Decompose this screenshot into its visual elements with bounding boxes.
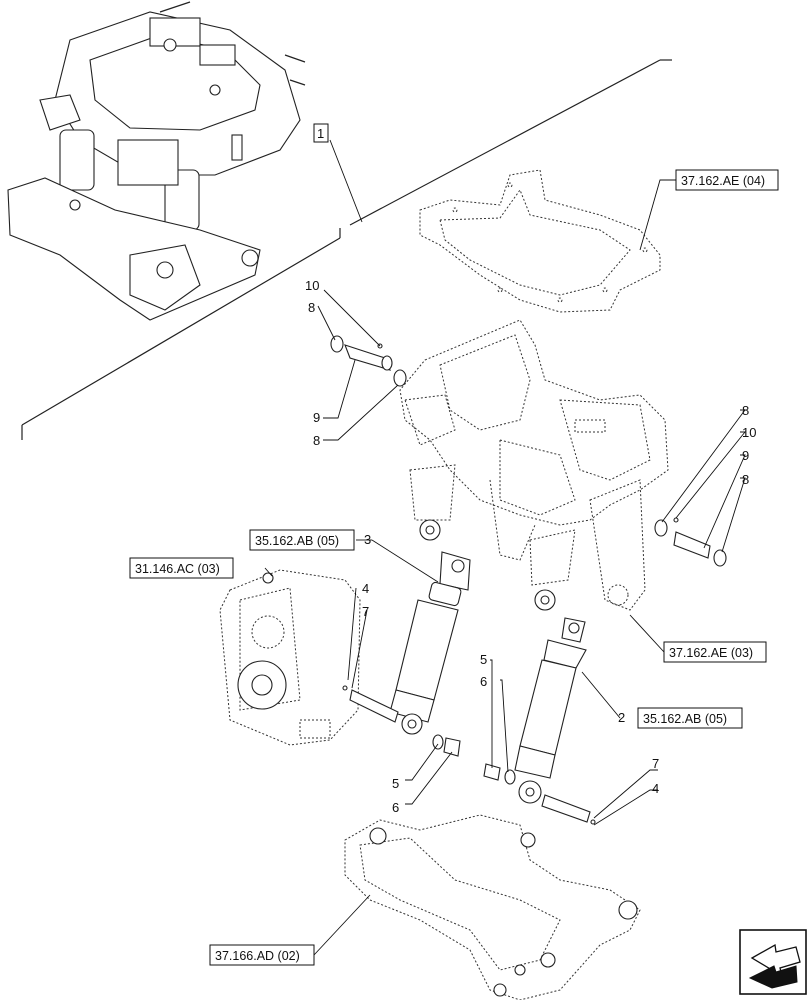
ref-box-37-162-ae-04[interactable] <box>675 169 779 191</box>
callout-10-right: 10 <box>742 425 756 440</box>
callout-labels: 1 2 3 4 4 5 5 6 6 7 7 8 8 8 8 9 9 10 10 <box>305 123 756 815</box>
next-page-arrow-icon[interactable] <box>739 929 807 995</box>
ref-35-162-ab-05-right[interactable]: 35.162.AB (05) <box>643 712 727 726</box>
lift-cylinder-2 <box>514 617 587 804</box>
callout-8-top: 8 <box>308 300 315 315</box>
callout-6-right: 6 <box>480 674 487 689</box>
overview-tractor-front-assembly <box>7 1 672 440</box>
ref-31-146-ac-03[interactable]: 31.146.AC (03) <box>135 562 220 576</box>
callout-6-left: 6 <box>392 800 399 815</box>
axle-support-37-166 <box>344 814 641 1000</box>
lift-cylinder-3 <box>389 551 471 735</box>
callout-8-right-top: 8 <box>742 403 749 418</box>
ref-37-162-ae-03[interactable]: 37.162.AE (03) <box>669 646 753 660</box>
ref-35-162-ab-05-left[interactable]: 35.162.AB (05) <box>255 534 339 548</box>
ref-37-162-ae-04[interactable]: 37.162.AE (04) <box>681 174 765 188</box>
callout-2: 2 <box>618 710 625 725</box>
callout-7-left: 7 <box>362 604 369 619</box>
ref-box-35-162-ab-05-left[interactable] <box>249 529 355 551</box>
front-console-dashed <box>419 169 661 313</box>
callout-4-right: 4 <box>652 781 659 796</box>
pins-and-washers <box>330 335 727 825</box>
callout-5-left: 5 <box>392 776 399 791</box>
callout-3: 3 <box>364 532 371 547</box>
callout-1-box <box>313 123 329 143</box>
front-support-housing-dashed <box>399 319 669 611</box>
callout-9-left: 9 <box>313 410 320 425</box>
leader-lines <box>264 139 746 956</box>
ref-37-166-ad-02[interactable]: 37.166.AD (02) <box>215 949 300 963</box>
callout-7-right: 7 <box>652 756 659 771</box>
callout-5-right: 5 <box>480 652 487 667</box>
callout-1: 1 <box>317 126 324 141</box>
ref-box-31-146-ac-03[interactable] <box>129 557 234 579</box>
callout-8-left: 8 <box>313 433 320 448</box>
callout-4-left: 4 <box>362 581 369 596</box>
reference-boxes: 37.162.AE (04) 35.162.AB (05) 31.146.AC … <box>129 169 779 966</box>
callout-8-right-bottom: 8 <box>742 472 749 487</box>
ref-box-37-166-ad-02[interactable] <box>209 944 315 966</box>
ref-box-37-162-ae-03[interactable] <box>663 641 767 663</box>
gearbox-31-146 <box>219 569 361 746</box>
callout-10-left: 10 <box>305 278 319 293</box>
callout-9-right: 9 <box>742 448 749 463</box>
ref-box-35-162-ab-05-right[interactable] <box>637 707 743 729</box>
